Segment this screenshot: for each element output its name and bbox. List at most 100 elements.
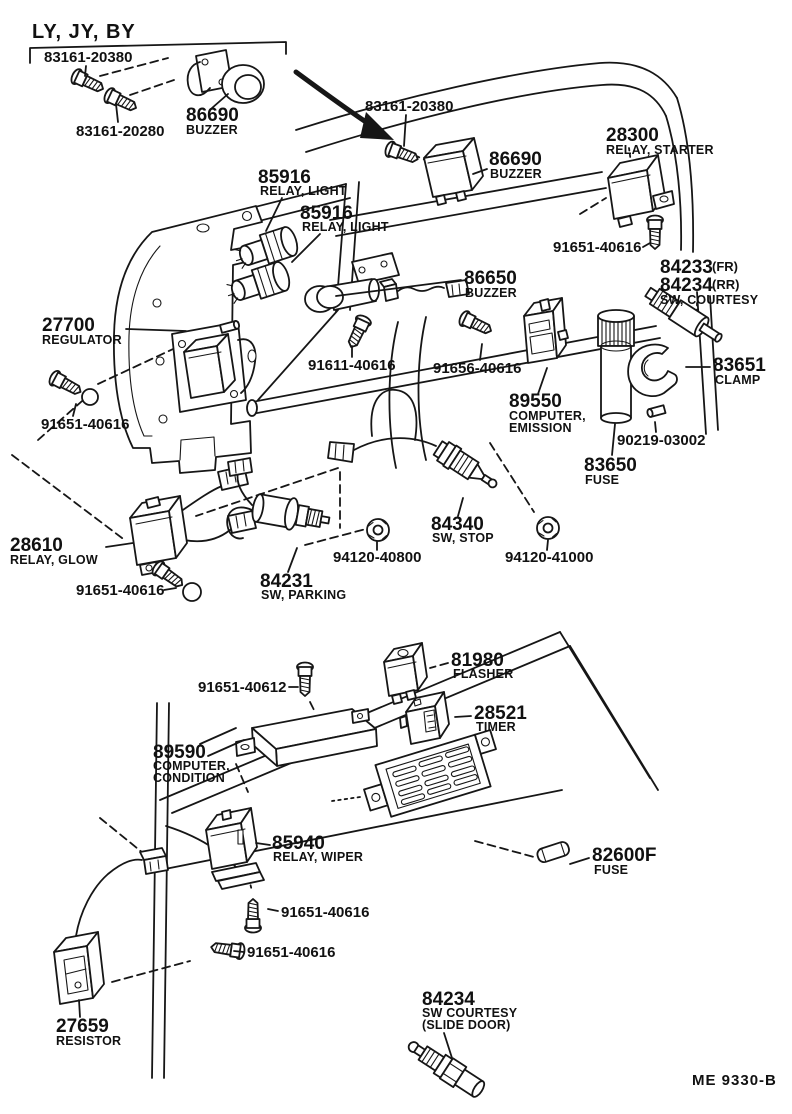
- label-sw-courtesy-rear-pn: 84234: [660, 275, 713, 296]
- label-computer-emission-pn: 89550: [509, 391, 562, 412]
- screw-91651-40616-left: [46, 368, 98, 405]
- label-screw-91611: 91611-40616: [308, 357, 396, 374]
- label-computer-emission-desc: COMPUTER,: [509, 409, 586, 423]
- label-buzzer-mid-desc: BUZZER: [490, 167, 542, 181]
- part-relay-light-85916-lower: [223, 260, 292, 308]
- label-screw-40616-top-right: 91651-40616: [553, 239, 641, 256]
- label-timer-desc: TIMER: [476, 720, 516, 734]
- label-computer-emission-desc2: EMISSION: [509, 421, 572, 435]
- part-computer-emission-89550: [524, 298, 568, 363]
- label-fuse-83650-desc: FUSE: [585, 473, 619, 487]
- label-screw-40616-lower: 91651-40616: [247, 944, 335, 961]
- part-sw-courtesy-slide-84234: [403, 1034, 488, 1101]
- label-flasher-desc: FLASHER: [453, 667, 513, 681]
- label-resistor-pn: 27659: [56, 1016, 109, 1037]
- label-sw-courtesy-slide-pn: 84234: [422, 989, 475, 1010]
- part-regulator-27700: [172, 320, 256, 412]
- nut-94120-40800: [366, 518, 390, 542]
- part-sw-stop-84340: [328, 438, 502, 496]
- part-fuse-82600f: [536, 840, 571, 863]
- doc-reference: ME 9330-B: [692, 1072, 777, 1089]
- screw-83161-20380-left: [68, 66, 108, 98]
- label-fuse-83650-pn: 83650: [584, 455, 637, 476]
- label-regulator-pn: 27700: [42, 315, 95, 336]
- part-vent-box: [358, 730, 506, 822]
- label-nut-41000: 94120-41000: [505, 549, 593, 566]
- label-relay-glow-pn: 28610: [10, 535, 63, 556]
- label-screw-40616-left: 91651-40616: [41, 416, 129, 433]
- screw-91651-40616-lower: [209, 938, 247, 961]
- nut-94120-41000: [536, 516, 560, 540]
- label-clamp-desc: CLAMP: [715, 373, 760, 387]
- label-flasher-pn: 81980: [451, 650, 504, 671]
- part-computer-condition-89590: [236, 709, 377, 766]
- label-relay-light-upper-desc: RELAY, LIGHT: [260, 184, 347, 198]
- label-pin-90219: 90219-03002: [617, 432, 705, 449]
- part-relay-light-85916-upper: [231, 225, 300, 273]
- label-buzzer-left-desc: BUZZER: [186, 123, 238, 137]
- screw-91651-40612: [296, 661, 314, 697]
- pointer-arrow: [296, 72, 394, 140]
- label-buzzer-86650-desc: BUZZER: [465, 286, 517, 300]
- label-sw-courtesy-rear-suffix: (RR): [712, 277, 739, 292]
- label-resistor-desc: RESISTOR: [56, 1034, 121, 1048]
- part-resistor-27659: [54, 848, 168, 1004]
- part-relay-starter-28300: [608, 155, 674, 227]
- variant-title: LY, JY, BY: [32, 21, 136, 43]
- part-clamp-83651: [628, 345, 677, 397]
- label-sw-courtesy-slide-desc2: (SLIDE DOOR): [422, 1018, 511, 1032]
- label-leaders: [73, 66, 710, 1058]
- label-sw-courtesy-slide-desc: SW COURTESY: [422, 1006, 518, 1020]
- label-timer-pn: 28521: [474, 703, 527, 724]
- screw-83161-20280: [101, 85, 141, 117]
- part-buzzer-mid-86690: [424, 138, 483, 205]
- label-screw-20380-left: 83161-20380: [44, 49, 132, 66]
- part-sw-parking-84231: [227, 458, 332, 539]
- part-fuse-83650: [598, 310, 634, 423]
- leader-construction-lines: [12, 58, 697, 982]
- label-fuse-82600f-desc: FUSE: [594, 863, 628, 877]
- label-relay-light-lower-pn: 85916: [300, 203, 353, 224]
- label-screw-20280: 83161-20280: [76, 123, 164, 140]
- part-relay-wiper-85940: [206, 808, 264, 889]
- variant-bracket: [30, 42, 286, 63]
- label-relay-light-lower-desc: RELAY, LIGHT: [302, 220, 389, 234]
- part-timer-28521: [400, 692, 449, 744]
- label-screw-40616-glow: 91651-40616: [76, 582, 164, 599]
- label-sw-parking-desc: SW, PARKING: [261, 588, 346, 602]
- label-relay-wiper-desc: RELAY, WIPER: [273, 850, 363, 864]
- part-buzzer-left-86690: [188, 50, 264, 103]
- label-buzzer-86650-pn: 86650: [464, 268, 517, 289]
- label-fuse-82600f-pn: 82600F: [592, 845, 656, 866]
- screw-91611-40616: [342, 312, 374, 352]
- label-buzzer-mid-pn: 86690: [489, 149, 542, 170]
- label-sw-courtesy-desc: SW, COURTESY: [660, 293, 759, 307]
- label-screw-20380-mid: 83161-20380: [365, 98, 453, 115]
- part-flasher-81980: [384, 643, 427, 704]
- label-sw-stop-desc: SW, STOP: [432, 531, 494, 545]
- label-sw-parking-pn: 84231: [260, 571, 313, 592]
- label-sw-courtesy-front-suffix: (FR): [712, 259, 738, 274]
- label-relay-wiper-pn: 85940: [272, 833, 325, 854]
- part-relay-glow-28610: [130, 466, 256, 575]
- part-sw-courtesy-84233-84234: [642, 283, 727, 349]
- label-relay-glow-desc: RELAY, GLOW: [10, 553, 98, 567]
- label-buzzer-left-pn: 86690: [186, 105, 239, 126]
- label-sw-courtesy-front-pn: 84233: [660, 257, 713, 278]
- label-screw-91656: 91656-40616: [433, 360, 521, 377]
- label-relay-starter-desc: RELAY, STARTER: [606, 143, 714, 157]
- label-regulator-desc: REGULATOR: [42, 333, 122, 347]
- part-buzzer-86650: [305, 279, 469, 312]
- label-nut-40800: 94120-40800: [333, 549, 421, 566]
- label-sw-stop-pn: 84340: [431, 514, 484, 535]
- label-screw-40616-wiper: 91651-40616: [281, 904, 369, 921]
- part-pin-90219-03002: [647, 405, 666, 417]
- label-computer-condition-desc2: CONDITION: [153, 771, 225, 785]
- label-computer-condition-pn: 89590: [153, 742, 206, 763]
- label-clamp-pn: 83651: [713, 355, 766, 376]
- label-screw-40612: 91651-40612: [198, 679, 286, 696]
- label-computer-condition-desc: COMPUTER,: [153, 759, 230, 773]
- label-relay-light-upper-pn: 85916: [258, 167, 311, 188]
